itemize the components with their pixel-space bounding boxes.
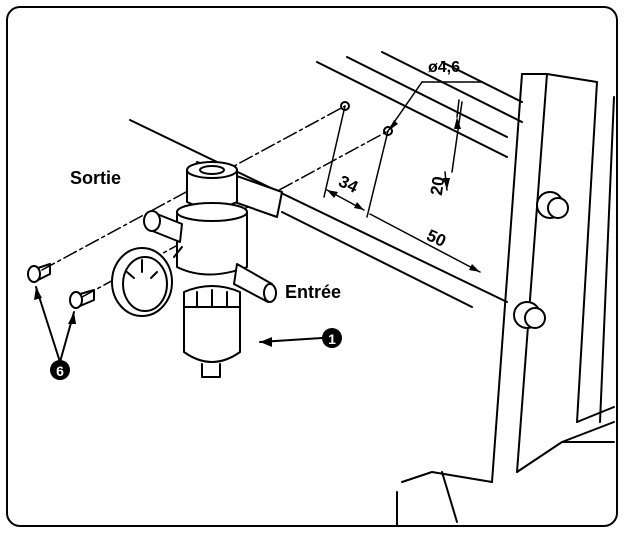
drain-valve (201, 363, 221, 378)
frame-edge (381, 51, 523, 123)
base-edge (516, 421, 615, 473)
base-edge (441, 471, 458, 523)
inlet-label: Entrée (285, 282, 341, 302)
leg-edge (491, 73, 523, 483)
frame-bolt-upper (536, 191, 569, 219)
frame-diagonal (281, 211, 473, 308)
callout-screws: 6 (50, 360, 70, 380)
callout-regulator-number: 1 (328, 331, 336, 347)
leg-edge (516, 73, 548, 473)
mounting-screw-upper (27, 263, 51, 283)
dimension-34-label: 34 (336, 172, 362, 197)
callout-screws-number: 6 (56, 363, 64, 379)
diagram-frame: Sortie Entrée ø4,6 34 20 50 1 6 (6, 6, 618, 527)
leader-line-screw-upper (35, 286, 61, 363)
frame-bolt-lower (513, 301, 546, 329)
dimension-20-label: 20 (427, 175, 448, 196)
frame-edge (316, 61, 508, 158)
leg-edge (599, 96, 615, 423)
frame-diagonal (129, 119, 508, 303)
dimension-arrows (327, 117, 480, 272)
outlet-label: Sortie (70, 168, 121, 188)
leg-edge (546, 73, 598, 83)
filter-regulator (111, 161, 283, 378)
base-edge (576, 406, 615, 423)
machine-frame (129, 51, 615, 525)
mounting-screw-lower (69, 289, 95, 309)
leg-edge (576, 81, 598, 423)
installation-diagram: Sortie Entrée ø4,6 34 20 50 1 6 (27, 51, 615, 525)
callout-regulator: 1 (322, 328, 342, 348)
frame-edge (346, 56, 508, 138)
base-edge (401, 471, 493, 483)
hole-diameter-label: ø4,6 (428, 59, 460, 76)
dimension-50-label: 50 (424, 226, 449, 251)
